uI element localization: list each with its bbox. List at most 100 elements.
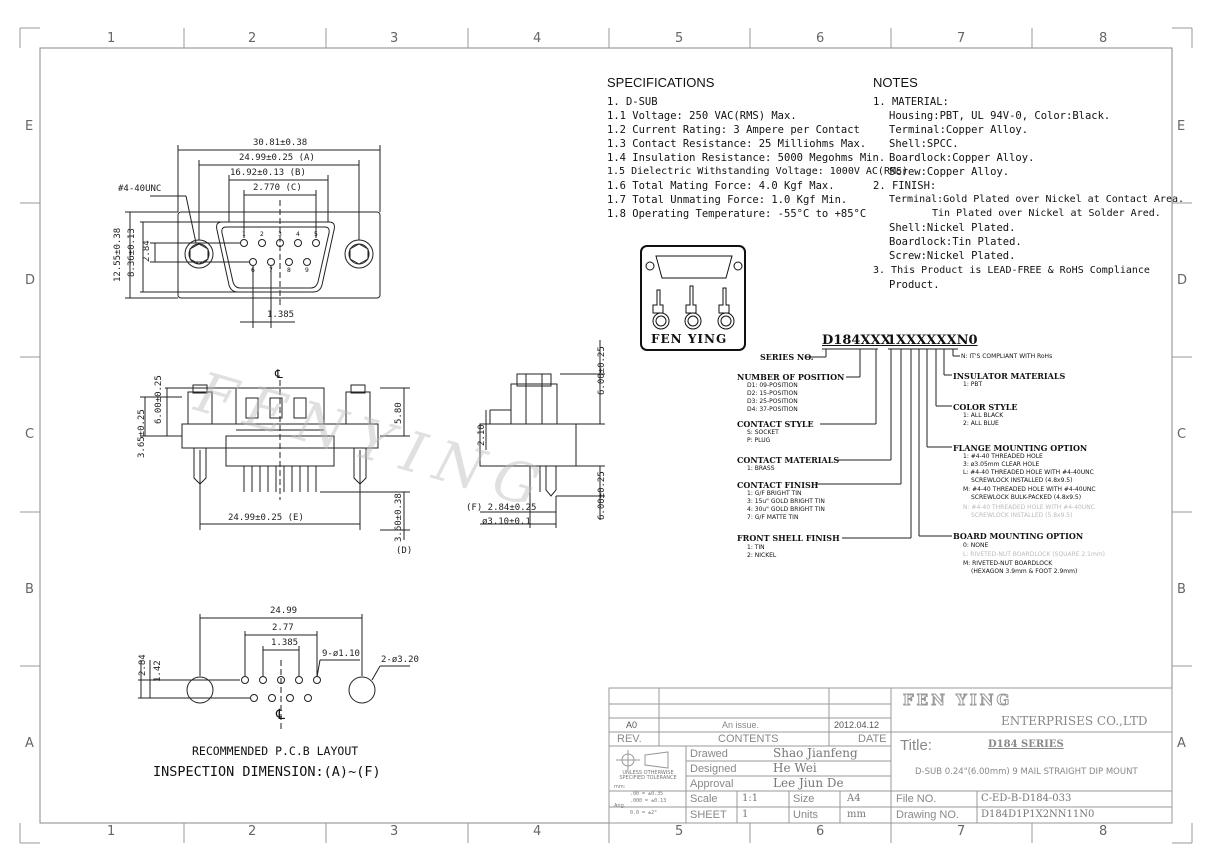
pn-item: 1: G/F BRIGHT TIN [747, 490, 802, 497]
pn-rohs-label: N: IT'S COMPLIANT WITH RoHs [961, 353, 1053, 360]
part-number-leaders [806, 348, 960, 539]
dim-label: ø3.10±0.1 [482, 517, 531, 527]
drawing-label: Drawing NO. [896, 809, 959, 821]
scale-value: 1:1 [742, 793, 759, 804]
col-number: 4 [533, 824, 542, 839]
pn-item: S: SOCKET [747, 429, 779, 436]
row-letter: E [25, 119, 34, 134]
dim-label: 12.55±0.38 [113, 227, 123, 282]
pin-number: 2 [260, 231, 264, 238]
designed-value: He Wei [773, 761, 817, 775]
file-label: File NO. [896, 793, 937, 805]
row-letter: E [1177, 119, 1186, 134]
tolerance-line: .000 = ±0.13 [630, 798, 667, 804]
note-line: 3. This Product is LEAD-FREE & RoHS Comp… [873, 265, 1150, 276]
spec-line: 1.3 Contact Resistance: 25 Milliohms Max… [607, 138, 867, 150]
pin-number: 9 [305, 267, 309, 274]
drawing-value: D184D1P1X2NN11N0 [981, 809, 1095, 820]
pn-flange-label: FLANGE MOUNTING OPTION [953, 443, 1088, 453]
header-contents: CONTENTS [718, 733, 779, 745]
specifications-heading: SPECIFICATIONS [607, 75, 715, 90]
pn-position-label: NUMBER OF POSITION [737, 372, 845, 382]
pn-item: 4: 30u" GOLD BRIGHT TIN [747, 506, 825, 513]
dim-label: 2.77 [272, 623, 294, 633]
dim-label: (F) 2.84±0.25 [466, 503, 537, 513]
pin-number: 3 [278, 231, 282, 238]
pn-contact-style-label: CONTACT STYLE [737, 419, 814, 429]
pn-item: P: PLUG [747, 437, 771, 444]
logo-text: FEN YING [651, 332, 728, 346]
tolerance-title: UNLESS OTHERWISE SPECIFIED TOLERANCE [619, 770, 677, 781]
note-line: 1. MATERIAL: [873, 96, 949, 108]
rev-date: 2012.04.12 [834, 720, 880, 730]
file-value: C-ED-B-D184-033 [981, 793, 1072, 804]
pcb-caption: RECOMMENDED P.C.B LAYOUT [192, 744, 359, 758]
pn-item: D4: 37-POSITION [747, 406, 798, 413]
title-block-grid [608, 687, 1173, 824]
dim-label: 2.84 [138, 654, 148, 676]
size-label: Size [793, 793, 815, 805]
dim-label: 1.385 [271, 638, 299, 648]
pn-item: M: #4-40 THREADED HOLE WITH #4-40UNC [963, 486, 1096, 493]
dim-label: 1.385 [267, 310, 295, 320]
description: D-SUB 0.24"(6.00mm) 9 MAIL STRAIGHT DIP … [915, 767, 1138, 777]
note-line: Shell:Nickel Plated. [889, 222, 1016, 234]
centerline-symbol: ℄ [275, 367, 283, 381]
row-letter: D [25, 273, 36, 288]
pn-item: SCREWLOCK INSTALLED (4.8x9.5) [971, 477, 1073, 484]
col-number: 1 [107, 824, 116, 839]
front-view-drawing [140, 380, 410, 540]
pn-item: M: RIVETED-NUT BOARDLOCK [963, 560, 1053, 567]
note-line: Product. [889, 279, 940, 291]
company-name: FEN YING [902, 691, 1013, 709]
col-number: 7 [957, 31, 966, 46]
col-number: 6 [816, 824, 825, 839]
pn-item-faint: L: RIVETED-NUT BOARDLOCK (SQUARE 2.1mm) [963, 551, 1106, 558]
tolerance-ang: Ang. [614, 803, 626, 809]
dim-label: 5.80 [394, 402, 404, 424]
pn-item: 2: NICKEL [747, 552, 777, 559]
title-value: D184 SERIES [988, 739, 1064, 750]
pn-item-faint: N: #4-40 THREADED HOLE WITH #4-40UNC [963, 504, 1095, 511]
dim-label: 8.36±0.13 [127, 228, 137, 277]
spec-line: 1.4 Insulation Resistance: 5000 Megohms … [607, 152, 886, 164]
pn-item: D3: 25-POSITION [747, 398, 798, 405]
dim-label: 6.00±0.25 [154, 375, 164, 424]
approval-value: Lee Jiun De [773, 776, 844, 790]
note-line: Boardlock:Copper Alloy. [889, 152, 1035, 164]
sheet-value: 1 [742, 809, 749, 820]
inspection-caption: INSPECTION DIMENSION:(A)~(F) [153, 764, 381, 780]
col-number: 3 [390, 824, 399, 839]
dim-label: 9-ø1.10 [322, 649, 360, 659]
note-line: Screw:Copper Alloy. [889, 166, 1010, 178]
pn-item: 1: #4-40 THREADED HOLE [963, 453, 1043, 460]
pn-board-label: BOARD MOUNTING OPTION [953, 531, 1084, 541]
units-label: Units [793, 809, 819, 821]
part-code-b: 1XXXXXXN0 [887, 333, 978, 348]
centerline-symbol: ℄ [276, 707, 285, 723]
dim-label: 2.84 [142, 240, 152, 262]
dim-label: #4-40UNC [118, 184, 162, 194]
pn-series-label: SERIES NO. [760, 352, 814, 362]
top-view-drawing [125, 145, 381, 328]
note-line: 2. FINISH: [873, 180, 937, 192]
dim-label: 3.65±0.25 [137, 409, 147, 458]
dim-label: 30.81±0.38 [253, 138, 308, 148]
col-number: 4 [533, 31, 542, 46]
drawed-value: Shao Jianfeng [773, 746, 858, 760]
pn-item: L: #4-40 THREADED HOLE WITH #4-40UNC [963, 469, 1094, 476]
pn-item: 1: ALL BLACK [963, 412, 1004, 419]
col-number: 7 [957, 824, 966, 839]
pn-item: 0: NONE [963, 542, 989, 549]
header-date: DATE [858, 733, 887, 745]
note-line: Shell:SPCC. [889, 138, 959, 150]
note-line: Housing:PBT, UL 94V-0, Color:Black. [889, 110, 1111, 122]
row-letter: C [25, 427, 35, 442]
pn-item: 1: PBT [963, 381, 983, 388]
spec-line: 1.2 Current Rating: 3 Ampere per Contact [607, 124, 860, 136]
spec-line: 1.8 Operating Temperature: -55°C to +85°… [607, 208, 867, 220]
note-line: Terminal:Copper Alloy. [889, 124, 1029, 136]
pn-item: 7: G/F MATTE TIN [747, 514, 799, 521]
pn-contact-finish-label: CONTACT FINISH [737, 480, 819, 490]
